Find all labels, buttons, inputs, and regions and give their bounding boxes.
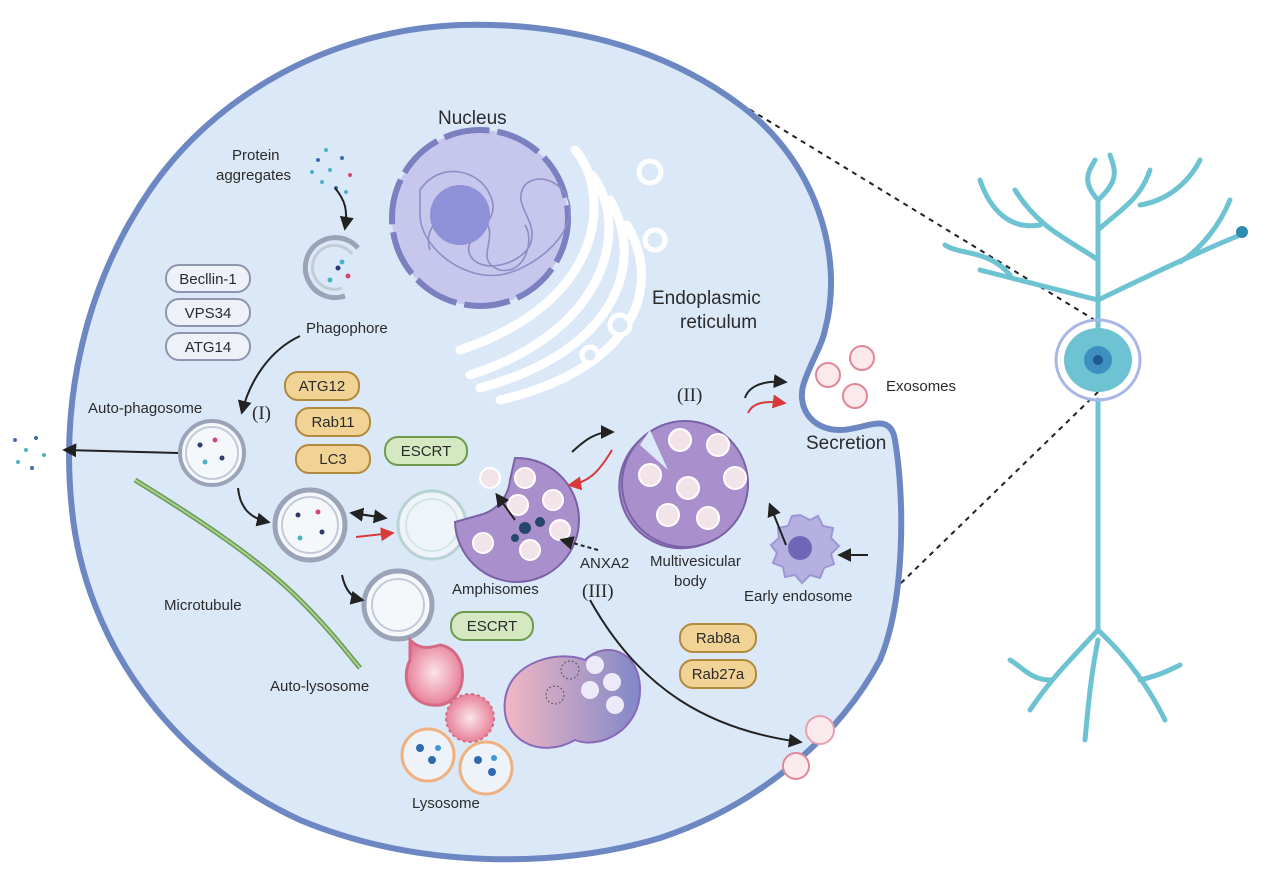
label-protein-line2: aggregates: [216, 167, 291, 184]
multivesicular-body-icon: [618, 420, 749, 550]
label-nucleus: Nucleus: [438, 108, 507, 129]
early-endosome-icon: [769, 513, 841, 585]
fusing-lysosome-icon: [503, 649, 642, 749]
marker-rab8a: Rab8a: [696, 630, 741, 647]
grey-marker-group: Becllin-1 VPS34 ATG14: [165, 264, 251, 361]
neuron-terminal-icon: [1236, 226, 1248, 238]
marker-rab27a: Rab27a: [692, 666, 745, 683]
nucleus-shape: [389, 127, 571, 309]
label-pathway-two: (II): [677, 385, 702, 406]
label-pathway-one: (I): [252, 403, 271, 424]
label-amphisomes: Amphisomes: [452, 581, 539, 598]
label-exosomes: Exosomes: [886, 378, 956, 395]
amphisome-icon: [453, 456, 580, 583]
autolysosome-icon: [361, 568, 495, 743]
label-anxa2: ANXA2: [580, 555, 629, 572]
er-vesicles: [579, 158, 668, 366]
marker-vps34: VPS34: [185, 305, 232, 322]
label-autolysosome: Auto-lysosome: [270, 678, 369, 695]
pathway-arrows: [62, 187, 868, 748]
autophagosome-2-icon: [272, 487, 348, 563]
label-lysosome: Lysosome: [412, 795, 480, 812]
exosomes-icon: [815, 345, 875, 409]
marker-escrt-1: ESCRT: [401, 443, 452, 460]
zoom-lines: [689, 72, 1099, 619]
marker-becllin: Becllin-1: [179, 271, 237, 288]
marker-atg14: ATG14: [185, 339, 231, 356]
label-secretion: Secretion: [806, 433, 886, 454]
label-pathway-three: (III): [582, 581, 614, 602]
orange-marker-group-bottom: Rab8a Rab27a: [679, 623, 757, 689]
neuron-soma-icon: [1054, 318, 1142, 402]
marker-atg12: ATG12: [299, 378, 345, 395]
marker-lc3: LC3: [319, 451, 347, 468]
marker-escrt-2: ESCRT: [467, 618, 518, 635]
autophagosome-icon: [178, 419, 246, 487]
fused-vesicle-icon: [396, 489, 468, 561]
lysosome-icon: [400, 727, 514, 796]
label-mvb-line2: body: [674, 573, 707, 590]
label-mvb-line1: Multivesicular: [650, 553, 741, 570]
label-protein-line1: Protein: [232, 147, 280, 164]
extracellular-aggregates-icon: [13, 436, 46, 470]
neuron-icon: [942, 152, 1243, 743]
escrt-pill-1: [384, 436, 468, 466]
protein-aggregates-icon: [310, 148, 352, 194]
label-er-line2: reticulum: [680, 312, 757, 333]
marker-rab11: Rab11: [311, 414, 354, 431]
label-microtubule: Microtubule: [164, 597, 242, 614]
label-er-line1: Endoplasmic: [652, 288, 761, 309]
escrt-pill-2: [450, 611, 534, 641]
released-vesicles-icon: [782, 715, 835, 780]
red-arrows: [355, 394, 787, 542]
label-phagophore: Phagophore: [306, 320, 388, 337]
orange-marker-group-top: ATG12 Rab11 LC3: [284, 371, 371, 474]
phagophore-icon: [302, 235, 360, 301]
label-autophagosome: Auto-phagosome: [88, 400, 202, 417]
label-early-endosome: Early endosome: [744, 588, 852, 605]
